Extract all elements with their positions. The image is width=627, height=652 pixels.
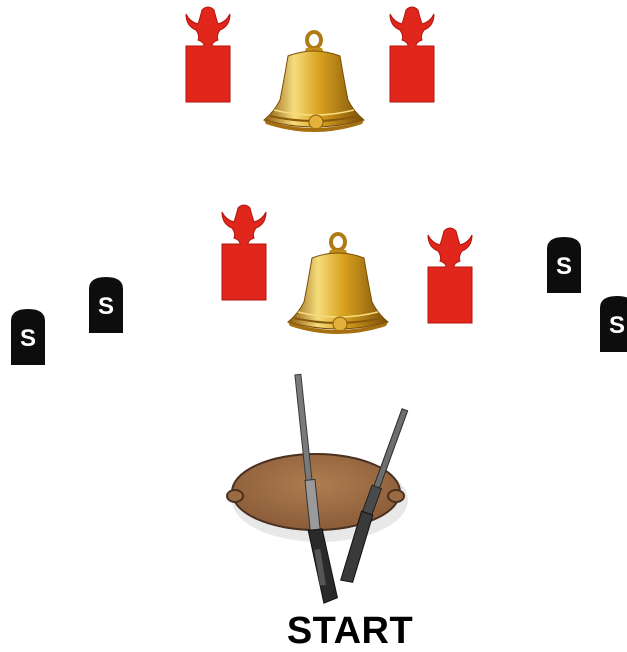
bell-icon: [288, 234, 388, 334]
svg-text:S: S: [20, 325, 36, 352]
svg-text:S: S: [98, 293, 114, 320]
svg-text:S: S: [556, 253, 572, 280]
svg-text:S: S: [609, 312, 625, 339]
s-plate-icon: S: [547, 237, 581, 293]
cowboy-target-icon: [428, 228, 472, 323]
start-label: START: [250, 612, 450, 650]
cowboy-target-icon: [390, 7, 434, 102]
cowboy-target-icon: [222, 205, 266, 300]
s-plate-icon: S: [11, 309, 45, 365]
s-plate-icon: S: [600, 296, 627, 352]
bell-icon: [264, 32, 364, 132]
s-plate-icon: S: [89, 277, 123, 333]
cowboy-target-icon: [186, 7, 230, 102]
